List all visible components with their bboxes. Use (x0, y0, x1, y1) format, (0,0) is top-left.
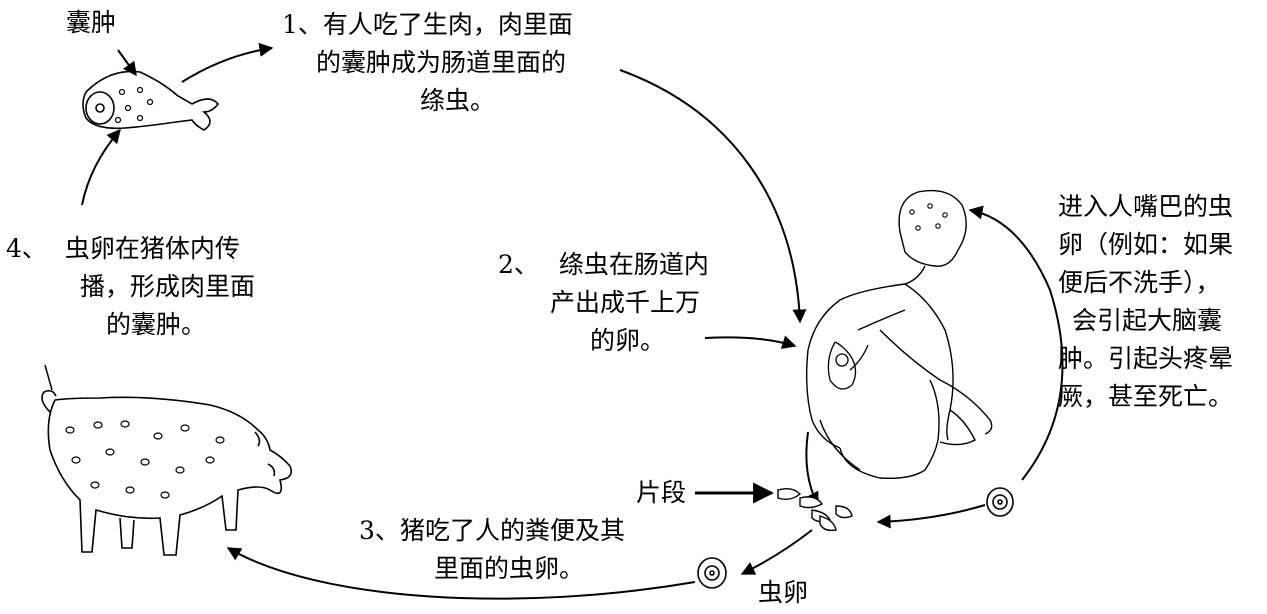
arrow-egg-up-to-head (968, 205, 1064, 481)
arrow-egg-to-fragments (876, 504, 986, 529)
step1-number: 1、 (282, 10, 323, 39)
step1-line2: 的囊肿成为肠道里面的 (316, 48, 567, 77)
step1-line1: 有人吃了生肉，肉里面 (322, 10, 573, 39)
arrow-step4-to-meat (81, 128, 121, 206)
side-note-text: 进入人嘴巴的虫 卵（例如：如果 便后不洗手）， 会引起大脑囊 肿。引起头疼晕 厥… (1058, 188, 1266, 416)
meat-illustration (82, 70, 220, 131)
intestine-worm (827, 341, 869, 390)
side-note-line3: 便后不洗手）， (1058, 268, 1221, 297)
side-note-line5: 肿。引起头疼晕 (1058, 344, 1234, 373)
arrow-person-down (805, 431, 819, 507)
step4-line1: 虫卵在猪体内传 (64, 234, 240, 263)
fragments-label: 片段 (636, 478, 687, 507)
arrow-egg-to-pig (226, 547, 696, 600)
step3-number: 3、 (359, 516, 400, 545)
step1-text: 1、有人吃了生肉，肉里面 的囊肿成为肠道里面的 绦虫。 (282, 6, 573, 120)
arrow-step2-to-intestine (704, 335, 797, 349)
side-note-line1: 进入人嘴巴的虫 (1058, 192, 1234, 221)
cyst-label: 囊肿 (66, 8, 117, 37)
step2-line2: 产出成千上万 (550, 288, 701, 317)
arrow-fragments-to-egg (740, 529, 813, 575)
step4-number: 4、 (6, 234, 47, 263)
step3-line1: 猪吃了人的粪便及其 (399, 516, 625, 545)
person-illustration (805, 189, 993, 480)
step4-line2: 播，形成肉里面 (80, 272, 256, 301)
arrow-meat-to-step1 (181, 42, 274, 83)
side-note-line2: 卵（例如：如果 (1058, 230, 1234, 259)
step4-text: 4、虫卵在猪体内传 播，形成肉里面 的囊肿。 (6, 230, 255, 344)
pig-pointer-line (44, 364, 53, 391)
step3-line2: 里面的虫卵。 (433, 554, 584, 583)
egg-illustration-right (986, 487, 1014, 517)
step3-text: 3、猪吃了人的粪便及其 里面的虫卵。 (322, 512, 662, 588)
step2-line3: 的卵。 (590, 326, 666, 355)
cycle-arrows (44, 42, 1064, 600)
step2-line1: 绦虫在肠道内 (558, 250, 709, 279)
egg-label: 虫卵 (758, 578, 809, 607)
step2-number: 2、 (498, 250, 539, 279)
side-note-line6: 厥，甚至死亡。 (1058, 382, 1234, 411)
arrow-step1-to-intestine (619, 69, 807, 324)
pig-illustration (41, 389, 293, 556)
step4-line3: 的囊肿。 (106, 310, 207, 339)
egg-illustration-bottom (697, 557, 727, 589)
fragments-illustration (777, 487, 853, 532)
person-head (898, 189, 967, 267)
step1-line3: 绦虫。 (420, 86, 496, 115)
side-note-line4: 会引起大脑囊 (1072, 306, 1223, 335)
step2-text: 2、绦虫在肠道内 产出成千上万 的卵。 (498, 246, 709, 360)
